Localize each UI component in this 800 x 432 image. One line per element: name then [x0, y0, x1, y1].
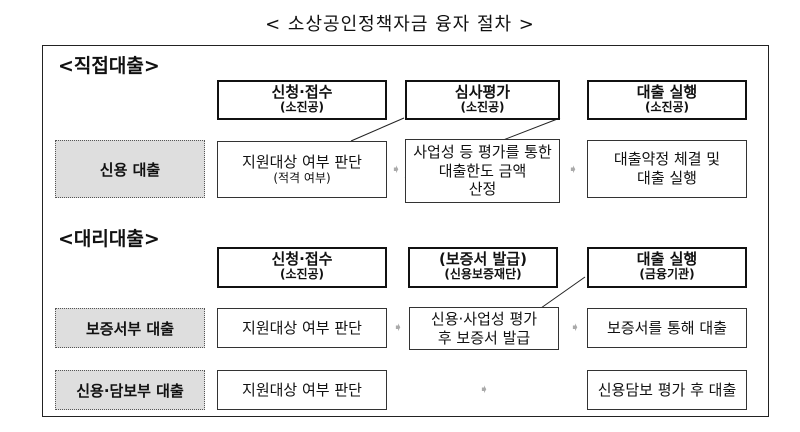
guarantee-step1-box: 지원대상 여부 판단: [217, 308, 387, 348]
header-org: (소진공): [460, 100, 505, 115]
agency-header-guarantee: (보증서 발급) (신용보증재단): [408, 247, 558, 288]
category-credit-collateral-loan: 신용·담보부 대출: [55, 370, 205, 410]
header-org: (소진공): [644, 100, 690, 115]
arrow-icon: ➧: [391, 162, 402, 176]
collateral-step3-box: 신용담보 평가 후 대출: [587, 370, 747, 410]
arrow-icon: ➧: [393, 320, 404, 334]
step-subtext: (적격 여부): [273, 171, 331, 186]
header-name: 대출 실행: [636, 250, 698, 268]
step-text: 신용·사업성 평가: [430, 309, 538, 328]
step-text: 후 보증서 발급: [437, 328, 531, 347]
direct-header-apply: 신청·접수 (소진공): [217, 80, 387, 120]
guarantee-step3-box: 보증서를 통해 대출: [587, 308, 747, 348]
direct-header-execute: 대출 실행 (소진공): [587, 80, 747, 120]
step-text: 사업성 등 평가를 통한: [413, 142, 552, 161]
header-org: (신용보증재단): [444, 267, 522, 282]
arrow-icon: ➧: [570, 320, 581, 334]
direct-step1-box: 지원대상 여부 판단 (적격 여부): [217, 141, 387, 198]
category-guarantee-loan: 보증서부 대출: [55, 308, 205, 348]
agency-header-apply: 신청·접수 (소진공): [217, 247, 387, 288]
direct-step3-box: 대출약정 체결 및 대출 실행: [587, 140, 747, 198]
header-org: (금융기관): [639, 267, 695, 282]
header-name: 대출 실행: [636, 83, 698, 101]
arrow-icon: ➧: [568, 162, 579, 176]
collateral-step1-box: 지원대상 여부 판단: [217, 370, 387, 410]
step-text: 지원대상 여부 판단: [242, 152, 362, 171]
step-text: 지원대상 여부 판단: [242, 380, 362, 399]
step-text: 지원대상 여부 판단: [242, 318, 362, 337]
step-text: 대출 실행: [637, 169, 697, 187]
category-credit-loan: 신용 대출: [55, 140, 205, 198]
header-name: (보증서 발급): [439, 250, 527, 268]
direct-step2-box: 사업성 등 평가를 통한 대출한도 금액 산정: [405, 139, 560, 203]
diagram-frame: [42, 45, 769, 417]
direct-header-review: 심사평가 (소진공): [405, 80, 560, 120]
header-name: 신청·접수: [271, 250, 333, 268]
direct-loan-label: <직접대출>: [58, 55, 160, 77]
arrow-icon: ➧: [479, 382, 490, 396]
step-text: 산정: [468, 180, 497, 199]
header-org: (소진공): [279, 267, 325, 282]
step-text: 대출약정 체결 및: [613, 150, 721, 169]
guarantee-step2-box: 신용·사업성 평가 후 보증서 발급: [409, 307, 559, 350]
agency-header-execute: 대출 실행 (금융기관): [587, 247, 747, 288]
header-name: 심사평가: [454, 83, 511, 101]
page-title: < 소상공인정책자금 융자 절차 >: [265, 14, 535, 35]
agency-loan-label: <대리대출>: [58, 228, 160, 250]
step-text: 신용담보 평가 후 대출: [597, 380, 737, 399]
step-text: 대출한도 금액: [438, 161, 527, 180]
connector-line: [540, 276, 586, 309]
header-name: 신청·접수: [271, 83, 333, 101]
header-org: (소진공): [279, 100, 325, 115]
step-text: 보증서를 통해 대출: [607, 318, 727, 337]
connector-line: [350, 117, 405, 142]
